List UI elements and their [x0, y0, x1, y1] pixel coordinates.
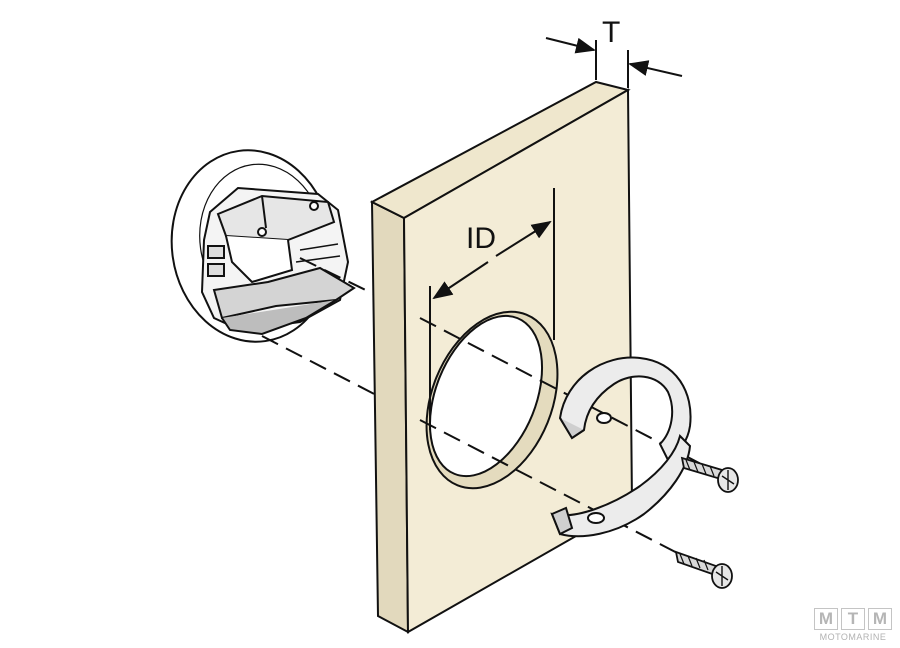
cutout-opening: [428, 314, 544, 478]
alignment-lines-rear: [261, 257, 383, 399]
switch-screw: [309, 201, 319, 211]
ring-screw-hole: [596, 412, 612, 424]
dimension-thickness: [545, 37, 683, 88]
inner-diameter-label: ID: [466, 222, 496, 255]
ring-screw-hole: [587, 512, 605, 524]
logo-letters: M T M: [814, 608, 892, 630]
logo-letter: M: [814, 608, 838, 630]
switch-terminal: [207, 263, 225, 277]
logo-letter: M: [868, 608, 892, 630]
mounting-screw-upper: [680, 456, 739, 493]
logo-letter: T: [841, 608, 865, 630]
dimension-inner-diameter: [429, 188, 555, 430]
switch-assembly: [170, 149, 356, 343]
panel-cutout: [425, 310, 559, 490]
logo-subtitle: MOTOMARINE: [819, 632, 887, 642]
panel-edge: [370, 200, 410, 634]
switch-screw: [257, 227, 267, 237]
thickness-label: T: [602, 16, 620, 49]
retaining-ring: [550, 356, 692, 538]
switch-rocker: [212, 266, 356, 320]
motomarine-logo: M T M MOTOMARINE: [814, 608, 892, 642]
mounting-screw-lower: [674, 550, 733, 589]
switch-terminal: [207, 245, 225, 259]
